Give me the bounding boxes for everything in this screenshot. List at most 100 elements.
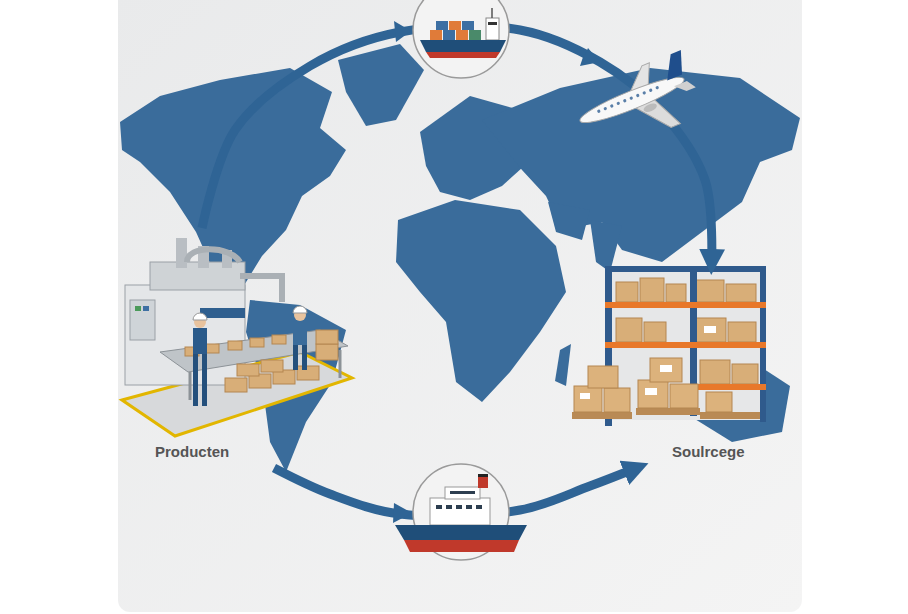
ship-icon	[443, 30, 455, 40]
airplane-icon	[610, 104, 614, 108]
warehouse-illustration	[644, 322, 666, 342]
worker-figure	[193, 354, 198, 406]
warehouse-illustration	[650, 358, 682, 382]
worker-figure	[302, 345, 307, 370]
continent	[548, 202, 590, 240]
illustration-node: Producten	[118, 228, 358, 468]
node-label: Soulrcege	[672, 443, 745, 460]
factory-illustration	[176, 238, 187, 268]
warehouse-illustration	[696, 280, 724, 302]
ship-icon	[404, 540, 519, 552]
warehouse-illustration	[616, 282, 638, 302]
ship-icon	[456, 30, 468, 40]
factory-illustration	[237, 364, 259, 376]
continent	[120, 44, 800, 472]
airplane-icon	[642, 91, 646, 95]
warehouse-illustration	[690, 384, 766, 390]
ship-icon	[469, 30, 481, 40]
continent	[120, 68, 346, 292]
warehouse-illustration	[670, 384, 698, 408]
warehouse-illustration	[572, 412, 632, 419]
worker-figure	[293, 306, 307, 313]
ship-icon	[476, 505, 482, 509]
factory-illustration	[297, 366, 319, 380]
airplane-icon	[623, 99, 627, 103]
warehouse-illustration	[645, 388, 657, 395]
continent	[555, 344, 571, 386]
warehouse-illustration	[732, 364, 758, 384]
warehouse-illustration	[580, 393, 590, 399]
worker-figure	[193, 313, 207, 406]
ship-icon	[413, 0, 509, 78]
factory-illustration	[189, 372, 192, 400]
factory-illustration	[316, 330, 338, 344]
arrowhead-symbol	[393, 21, 600, 523]
warehouse-illustration	[660, 365, 672, 372]
airplane-icon	[597, 109, 601, 113]
airplane-icon	[655, 86, 659, 90]
ship-icon	[436, 21, 448, 30]
airplane-icon	[636, 93, 640, 97]
warehouse-illustration	[638, 380, 668, 408]
background-card	[118, 0, 802, 612]
factory-illustration	[185, 330, 338, 392]
warehouse-illustration	[704, 326, 716, 333]
airplane-icon	[649, 88, 653, 92]
warehouse-illustration	[616, 318, 642, 342]
factory-illustration	[261, 360, 283, 372]
ship-icon	[488, 22, 497, 25]
arrowhead-symbol	[393, 503, 412, 523]
ship-icon	[395, 464, 527, 560]
warehouse-illustration	[706, 392, 732, 412]
ship-icon	[395, 525, 527, 540]
continent	[396, 200, 566, 402]
ship-icon	[450, 491, 475, 494]
airplane-icon	[616, 101, 620, 105]
ship-icon	[449, 21, 461, 30]
ship-icon	[478, 474, 488, 477]
worker-figure	[202, 354, 207, 406]
warehouse-illustration	[696, 318, 726, 342]
factory-illustration	[122, 238, 352, 436]
worker-figure	[293, 306, 307, 370]
factory-illustration	[228, 341, 242, 350]
ship-icon	[456, 505, 462, 509]
arrowhead-symbol	[394, 21, 411, 42]
airplane-icon	[674, 79, 696, 95]
factory-illustration	[187, 249, 240, 262]
factory-illustration	[130, 300, 155, 340]
factory-illustration	[135, 306, 141, 311]
airplane-icon	[642, 102, 658, 114]
warehouse-illustration	[700, 360, 730, 384]
warehouse-illustration	[728, 322, 756, 342]
factory-illustration	[250, 338, 264, 347]
arrowhead-symbol	[582, 48, 600, 62]
ship-icon	[430, 498, 490, 525]
warehouse-illustration	[636, 408, 700, 415]
ship-icon	[445, 487, 480, 499]
warehouse-illustration	[588, 366, 618, 388]
ship-icon	[420, 40, 506, 52]
ship-icon	[430, 30, 442, 40]
ship-icon	[478, 476, 488, 488]
warehouse-illustration	[726, 284, 756, 302]
warehouse-illustration	[605, 266, 766, 272]
airplane-icon	[659, 50, 690, 80]
node-label: Producten	[155, 443, 229, 460]
warehouse-illustration	[574, 358, 732, 412]
warehouse-illustration	[666, 284, 686, 302]
airplane-icon	[629, 96, 633, 100]
continent	[590, 220, 622, 272]
warehouse-illustration	[572, 266, 766, 426]
warehouse-illustration	[604, 388, 630, 412]
ship-icon	[413, 0, 509, 78]
airplane-icon	[603, 107, 607, 111]
ship-icon	[491, 8, 493, 18]
ship-icon	[436, 505, 442, 509]
continent	[338, 44, 424, 126]
warehouse-illustration	[580, 326, 716, 399]
warehouse-illustration	[605, 342, 766, 348]
